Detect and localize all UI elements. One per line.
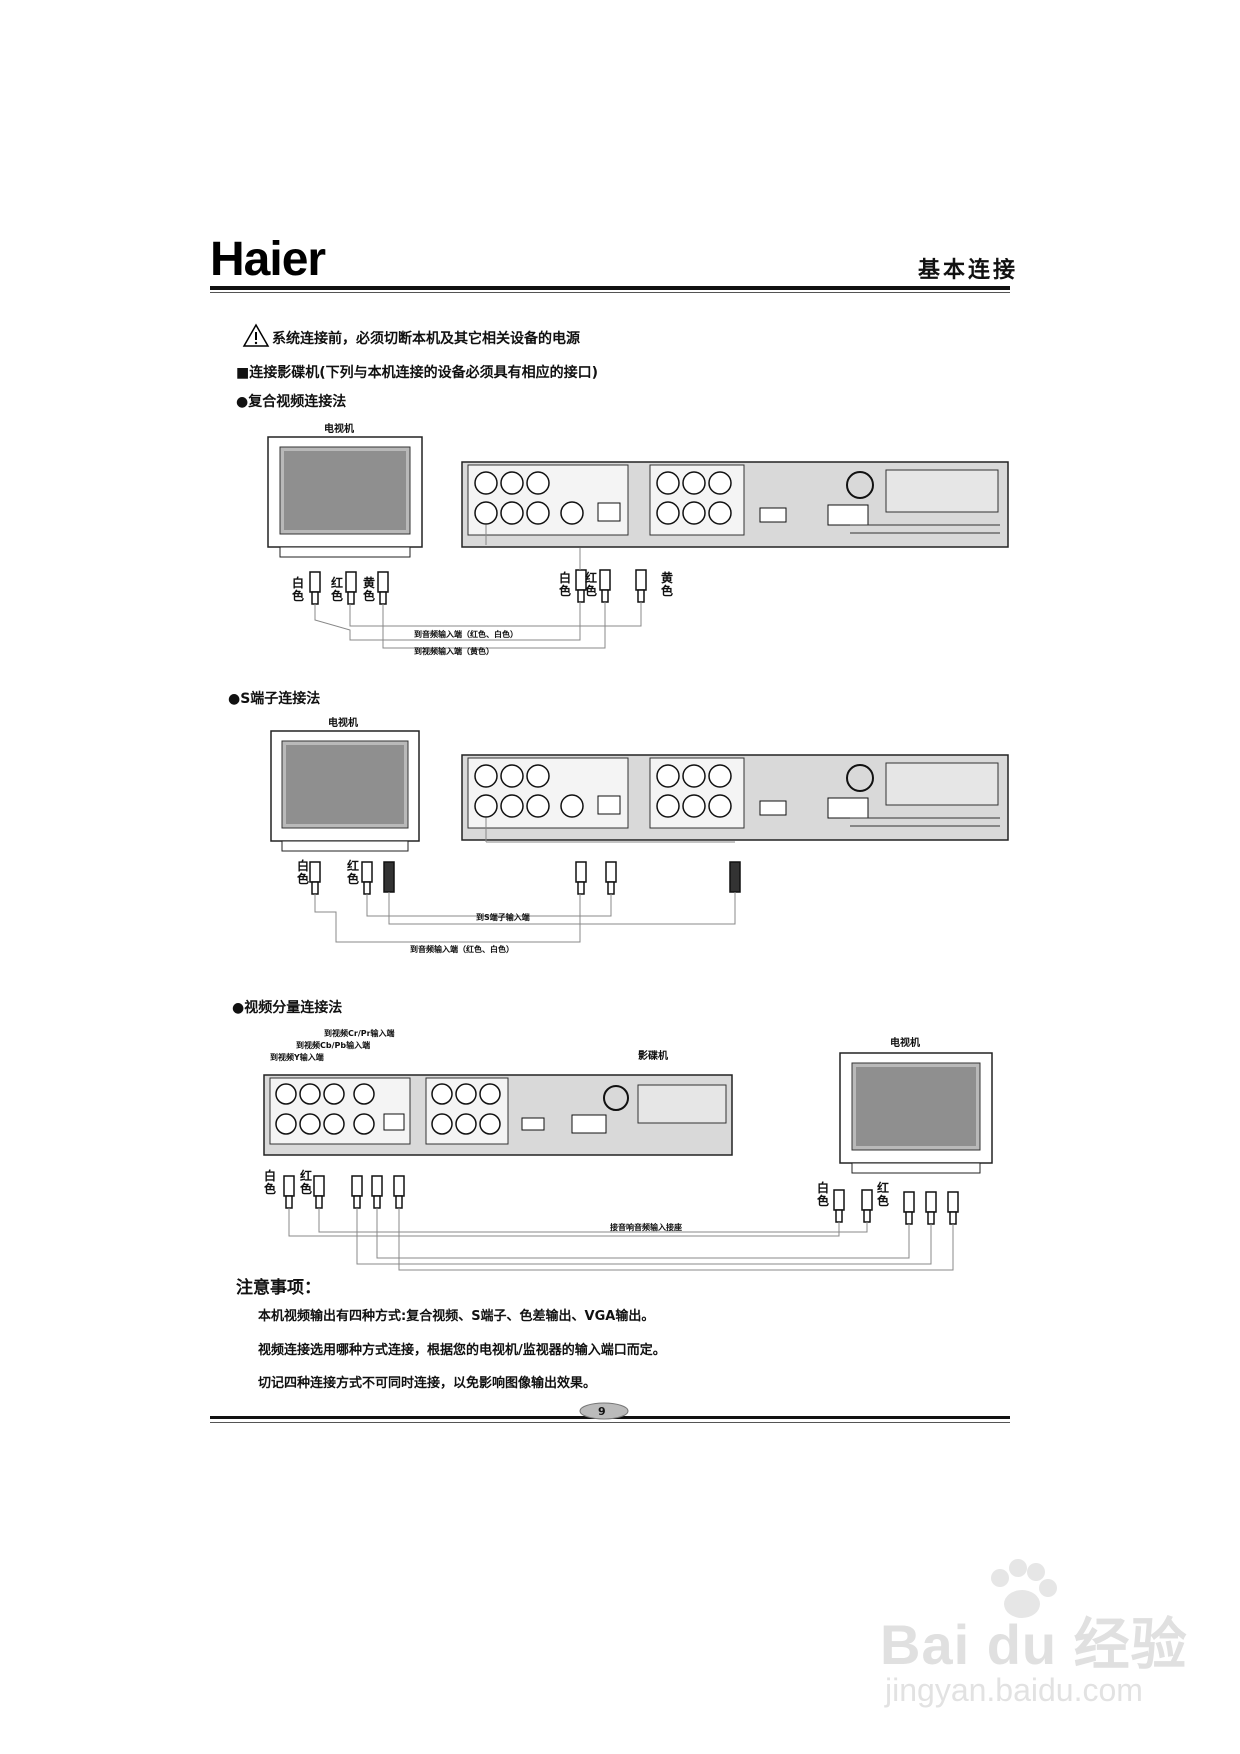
intro-text: ■连接影碟机(下列与本机连接的设备必须具有相应的接口) — [236, 365, 599, 381]
tv-illustration-3 — [839, 1052, 993, 1174]
section-svideo-title: ●S端子连接法 — [228, 691, 321, 707]
cables-3 — [288, 1208, 954, 1271]
header-rule-thin — [210, 292, 1010, 293]
cable-label-audio: 接音响音频输入接座 — [610, 1223, 682, 1232]
dvd-label: 影碟机 — [638, 1051, 668, 1062]
plug-label: 黄色 — [362, 576, 375, 603]
component-label: 到视频Cr/Pr输入端 — [324, 1029, 395, 1038]
notes-heading: 注意事项： — [236, 1278, 321, 1298]
plug-label: 黄色 — [660, 571, 673, 598]
cables-2 — [314, 818, 736, 943]
tv-illustration-1 — [267, 436, 423, 558]
note-item: 切记四种连接方式不可同时连接，以免影响图像输出效果。 — [258, 1376, 597, 1391]
plug-label: 白色 — [263, 1169, 276, 1196]
dvd-rear-panel-2 — [461, 754, 1009, 841]
page-section-title: 基本连接 — [918, 258, 1019, 283]
plug-label: 白色 — [296, 859, 309, 886]
plugs-1 — [309, 569, 647, 605]
plug-label: 红色 — [584, 571, 597, 598]
plug-label: 白色 — [816, 1181, 829, 1208]
plug-label: 白色 — [291, 576, 304, 603]
tv-label: 电视机 — [328, 718, 358, 729]
plug-label: 白色 — [558, 571, 571, 598]
cables-1 — [314, 525, 642, 649]
dvd-rear-panel-1 — [461, 461, 1009, 548]
component-label: 到视频Y输入端 — [270, 1053, 324, 1062]
section-component-title: ●视频分量连接法 — [232, 1000, 343, 1016]
tv-label: 电视机 — [890, 1038, 920, 1049]
plug-label: 红色 — [299, 1169, 312, 1196]
plug-label: 红色 — [346, 859, 359, 886]
header-rule — [210, 286, 1010, 290]
page-number: 9 — [598, 1405, 606, 1418]
watermark-brand: Bai du 经验 — [880, 1613, 1188, 1676]
plug-label: 红色 — [330, 576, 343, 603]
cable-label-video: 到视频输入端（黄色） — [414, 647, 494, 656]
note-item: 本机视频输出有四种方式:复合视频、S端子、色差输出、VGA输出。 — [258, 1309, 655, 1324]
cable-label-audio: 到音频输入端（红色、白色） — [414, 630, 518, 639]
warning-text: 系统连接前，必须切断本机及其它相关设备的电源 — [272, 331, 580, 347]
note-item: 视频连接选用哪种方式连接，根据您的电视机/监视器的输入端口而定。 — [258, 1343, 666, 1358]
cable-label-svideo: 到S端子输入端 — [476, 913, 530, 922]
plug-label: 红色 — [876, 1181, 889, 1208]
cable-label-audio: 到音频输入端（红色、白色） — [410, 945, 514, 954]
tv-illustration-2 — [270, 730, 420, 852]
plugs-3 — [283, 1175, 959, 1225]
tv-label: 电视机 — [324, 424, 354, 435]
dvd-rear-panel-3 — [263, 1074, 733, 1156]
section-composite-title: ●复合视频连接法 — [236, 394, 347, 410]
plugs-2 — [309, 861, 741, 895]
brand-logo: Haier — [210, 233, 326, 286]
warning-icon — [242, 323, 270, 347]
watermark-paw-icon — [991, 1559, 1057, 1618]
watermark-url[interactable]: jingyan.baidu.com — [885, 1672, 1143, 1708]
component-label: 到视频Cb/Pb输入端 — [296, 1041, 371, 1050]
